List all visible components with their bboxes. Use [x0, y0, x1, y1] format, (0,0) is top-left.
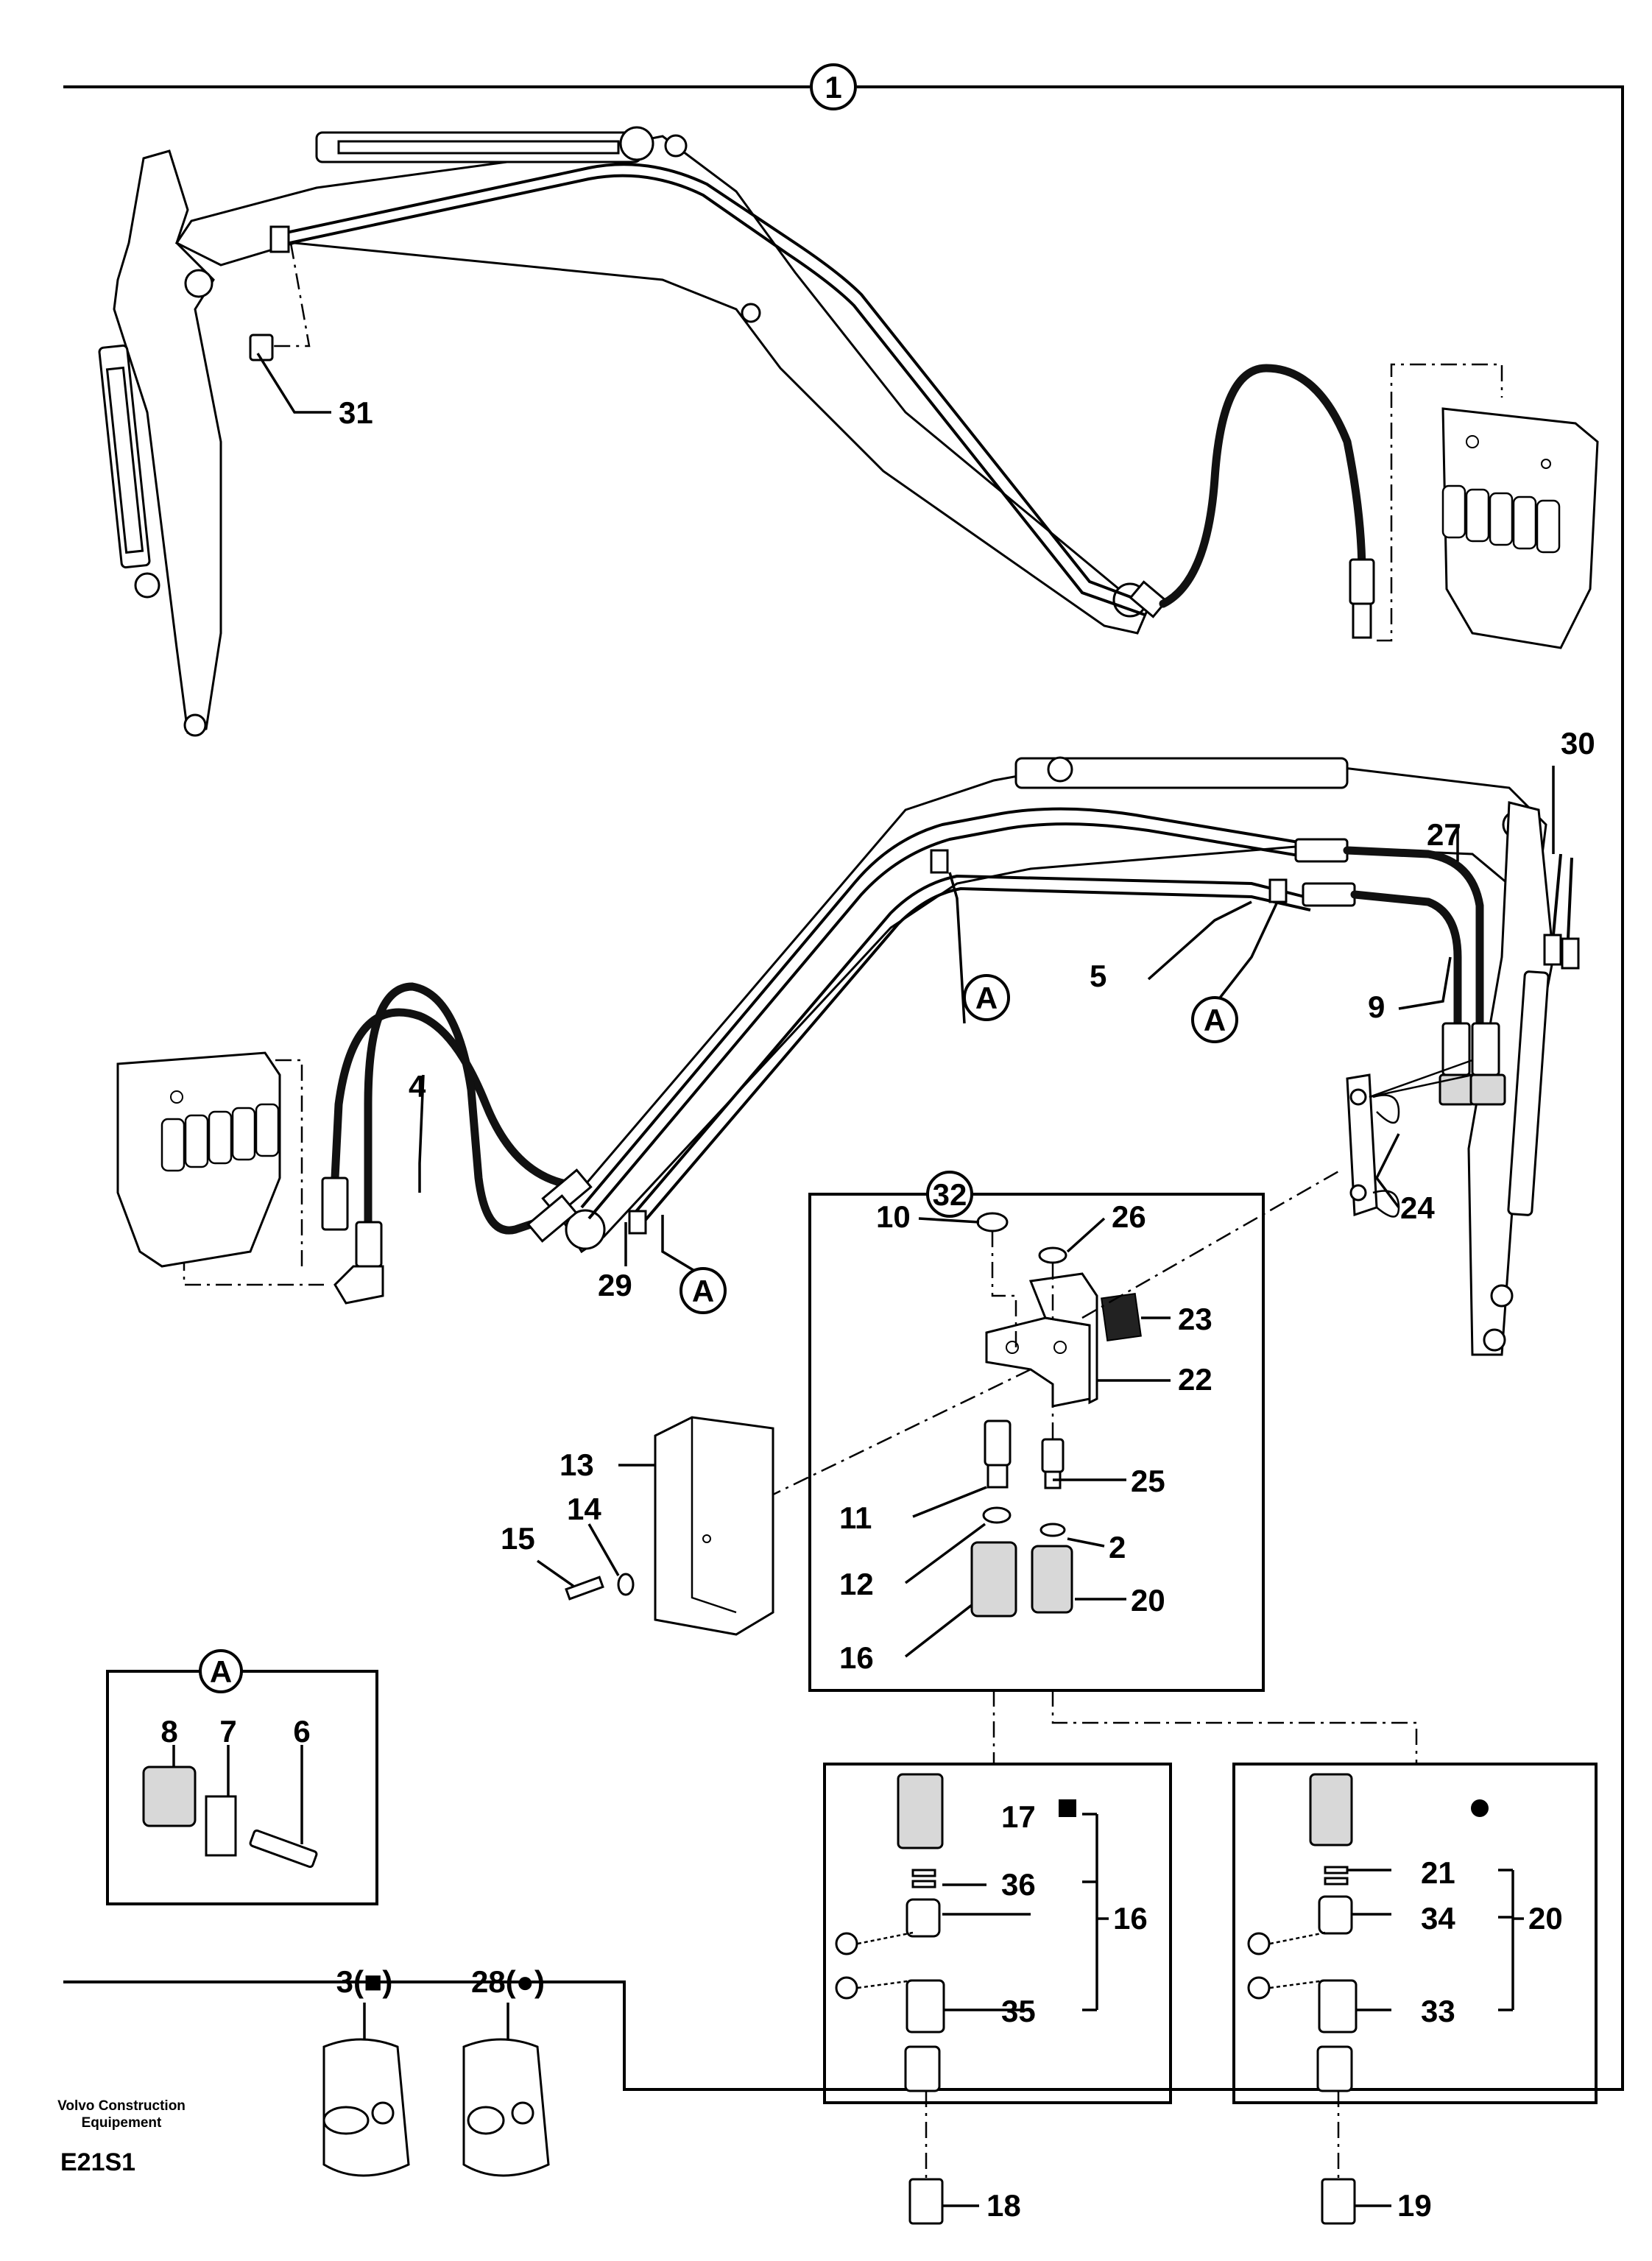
label-4: 4 [409, 1069, 426, 1104]
detail-a-marker: A [210, 1654, 232, 1689]
label-17: 17 [1001, 1799, 1036, 1834]
upper-boom-assembly [98, 126, 1599, 737]
company-line-1: Volvo Construction [57, 2098, 186, 2114]
label-27: 27 [1427, 817, 1461, 852]
a-marker-2: A [1204, 1003, 1226, 1037]
label-23: 23 [1178, 1302, 1212, 1336]
a-marker-1: A [975, 981, 998, 1015]
label-35: 35 [1001, 1994, 1036, 2028]
a-marker-3: A [692, 1274, 714, 1308]
label-bag-28: 28(●) [471, 1964, 545, 1999]
part-labels: 31 30 27 5 9 4 29 24 10 26 23 22 13 14 1… [160, 395, 1595, 2223]
label-22: 22 [1178, 1362, 1212, 1397]
label-12: 12 [839, 1567, 874, 1601]
label-24: 24 [1400, 1191, 1435, 1225]
label-16-box: 16 [1113, 1901, 1148, 1936]
label-36: 36 [1001, 1867, 1036, 1902]
coupler-16-box [823, 1690, 1172, 2225]
label-20-kit: 20 [1131, 1583, 1165, 1618]
label-20-box: 20 [1528, 1901, 1563, 1936]
label-25: 25 [1131, 1464, 1165, 1498]
label-13: 13 [560, 1447, 594, 1482]
main-frame: 1 [63, 63, 1624, 2091]
label-16-kit: 16 [839, 1640, 874, 1675]
drawing-code: E21S1 [60, 2148, 135, 2176]
label-19: 19 [1397, 2188, 1432, 2223]
detail-a-box: A [106, 1649, 378, 1905]
label-6: 6 [293, 1714, 310, 1749]
label-bag-3: 3(■) [336, 1964, 393, 1999]
label-10: 10 [876, 1199, 911, 1234]
label-14: 14 [567, 1492, 601, 1526]
footer: Volvo Construction Equipement E21S1 [57, 2098, 186, 2176]
label-2: 2 [1109, 1530, 1126, 1565]
coupler-20-box [1051, 1690, 1598, 2225]
channel-bracket [565, 1416, 774, 1636]
bag-items [322, 2003, 550, 2177]
callout-32: 32 [933, 1177, 967, 1212]
label-7: 7 [219, 1714, 236, 1749]
label-18: 18 [986, 2188, 1021, 2223]
label-30: 30 [1561, 726, 1595, 761]
kit-32-box: 32 [772, 1169, 1341, 1692]
label-26: 26 [1112, 1199, 1146, 1234]
label-33: 33 [1421, 1994, 1455, 2028]
label-21: 21 [1421, 1855, 1455, 1890]
lower-boom-assembly [116, 756, 1580, 1356]
label-5: 5 [1090, 959, 1106, 993]
callout-1: 1 [825, 70, 841, 105]
label-15: 15 [501, 1521, 535, 1556]
label-34: 34 [1421, 1901, 1455, 1936]
company-line-2: Equipement [82, 2115, 162, 2131]
label-8: 8 [160, 1714, 177, 1749]
detail-markers: A A A [679, 974, 1238, 1314]
label-11: 11 [839, 1500, 872, 1535]
label-31: 31 [339, 395, 373, 430]
label-9: 9 [1368, 990, 1385, 1024]
label-29: 29 [598, 1268, 632, 1302]
